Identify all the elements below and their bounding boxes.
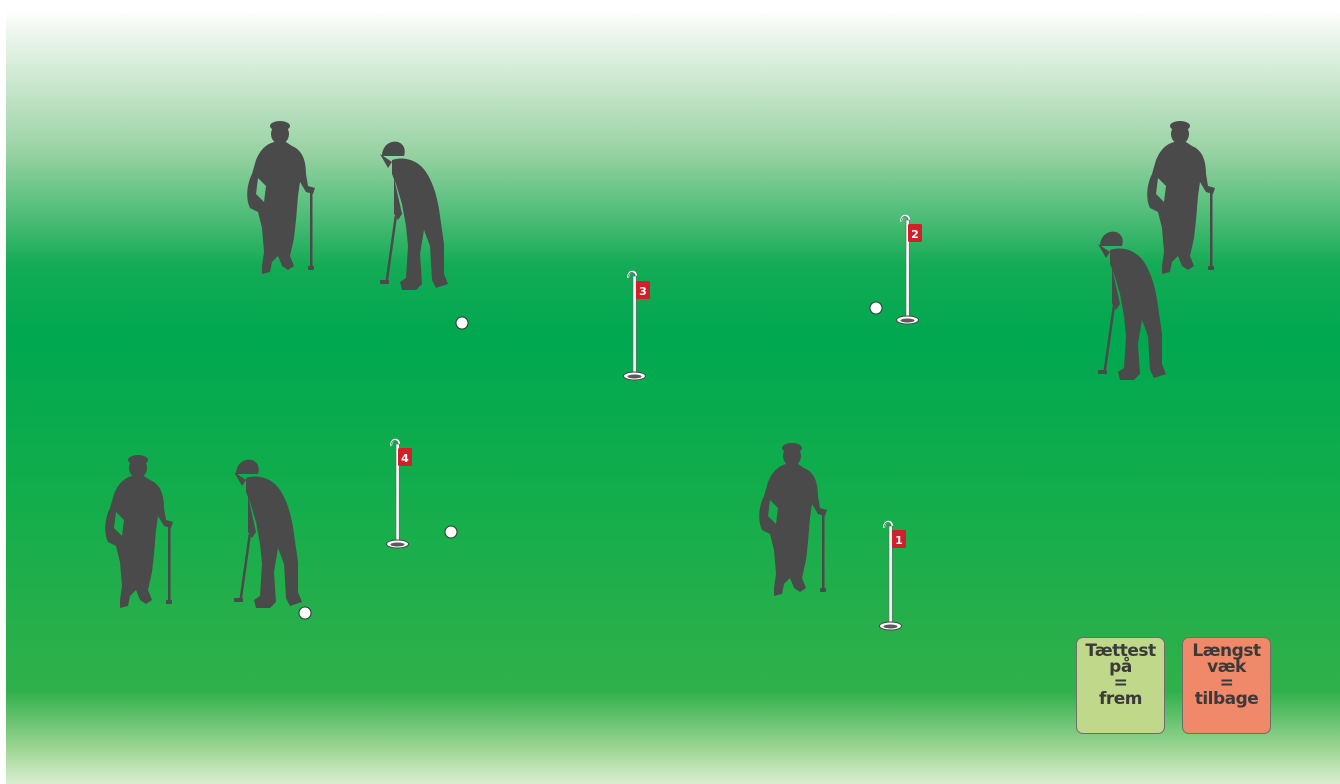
hole-number: 2: [911, 228, 919, 241]
card-line: frem: [1077, 691, 1164, 707]
farthest-back-card: Længst væk = tilbage: [1182, 637, 1271, 734]
closest-forward-card: Tættest på = frem: [1076, 637, 1165, 734]
golf-ball: [299, 607, 311, 619]
hole-number: 4: [401, 452, 409, 465]
card-line: tilbage: [1183, 691, 1270, 707]
golf-ball: [445, 526, 457, 538]
hole-number: 1: [895, 534, 903, 547]
golf-ball: [456, 317, 468, 329]
hole-number: 3: [639, 285, 647, 298]
golf-ball: [870, 302, 882, 314]
